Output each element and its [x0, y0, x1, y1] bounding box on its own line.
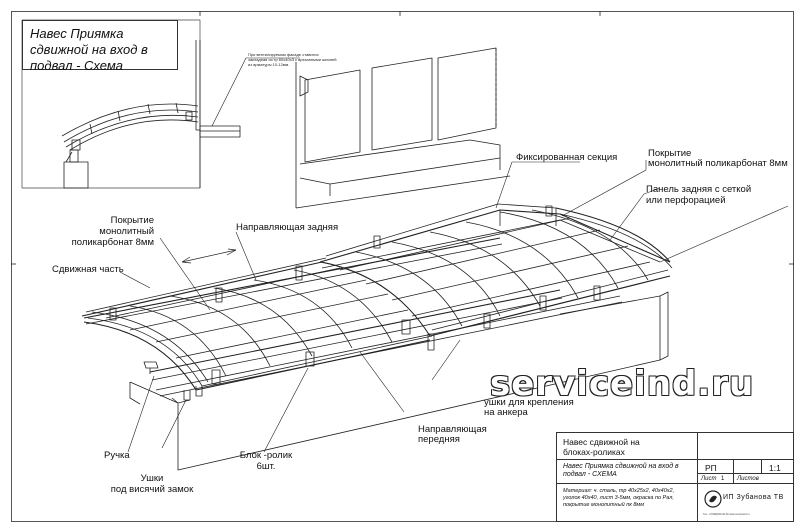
label-cover-right-1: Покрытие	[648, 148, 692, 159]
stamp-sheet-num: 1	[721, 476, 725, 482]
label-fixed-section: Фиксированная секция	[516, 152, 618, 163]
stamp-subtitle-1: Навес Приямка сдвижной на вход в	[563, 463, 679, 470]
label-rear-guide: Направляющая задняя	[236, 222, 339, 233]
stamp-stage: РП	[705, 463, 717, 473]
label-rear-panel-1: Панель задняя с сеткой	[646, 184, 752, 195]
drawing-title: Навес Приямка сдвижной на вход в подвал …	[30, 26, 148, 73]
label-padlock-lugs-2: под висячий замок	[110, 484, 194, 495]
label-cover-left-2: монолитный	[99, 226, 154, 237]
title-block: Навес сдвижной на блоках-роликах Навес П…	[556, 432, 794, 522]
label-handle: Ручка	[104, 450, 130, 461]
stamp-contacts: Тел. +7(999)000-00-00 www.serviceind.ru	[703, 513, 750, 516]
stamp-materials-2: уголок 40х40, лист 3-5мм, окраска по Рал…	[563, 495, 674, 501]
label-anchor-lugs-2: на анкера	[484, 407, 528, 418]
label-anchor-lugs-1: ушки для крепления	[484, 397, 574, 408]
stamp-materials-3: покрытие монолитный пк 8мм	[563, 502, 644, 508]
title-box: Навес Приямка сдвижной на вход в подвал …	[22, 20, 178, 73]
label-padlock-lugs-1: Ушки	[140, 473, 164, 484]
label-front-guide-1: Направляющая	[418, 424, 487, 435]
building-wall	[295, 47, 511, 209]
label-sliding-part: Сдвижная часть	[52, 264, 124, 275]
leader-lines	[119, 160, 789, 453]
stamp-company: ИП Зубанова ТВ	[723, 494, 784, 501]
canopy-assembly	[81, 203, 673, 471]
inset-detail	[21, 19, 300, 189]
label-rear-panel-2: или перфорацией	[646, 195, 726, 206]
stamp-name-2: блоках-роликах	[563, 447, 625, 457]
stamp-sheets-label: Листов	[737, 476, 759, 482]
stamp-sheet-label: Лист	[701, 476, 717, 482]
label-cover-right-2: монолитный поликарбонат 8мм	[648, 158, 788, 169]
stamp-scale: 1:1	[769, 463, 781, 473]
label-front-guide-2: передняя	[418, 434, 460, 445]
label-cover-left-1: Покрытие	[110, 215, 154, 226]
drawing-frame	[11, 11, 794, 522]
label-roller-1: Блок -ролик	[239, 450, 293, 461]
stamp-subtitle-2: подвал - СХЕМА	[563, 471, 617, 478]
company-logo-icon	[704, 490, 722, 508]
label-cover-left-3: поликарбонат 8мм	[71, 237, 154, 248]
stamp-name-1: Навес сдвижной на	[563, 437, 640, 447]
label-roller-2: 6шт.	[256, 461, 276, 472]
stamp-materials-1: Материал: ч. сталь, тр 40х25х2, 40х40х2,	[563, 488, 675, 494]
inset-note: При вентилируемом фасаде ставится заклад…	[248, 52, 337, 67]
watermark: serviceind.ru	[490, 364, 755, 404]
